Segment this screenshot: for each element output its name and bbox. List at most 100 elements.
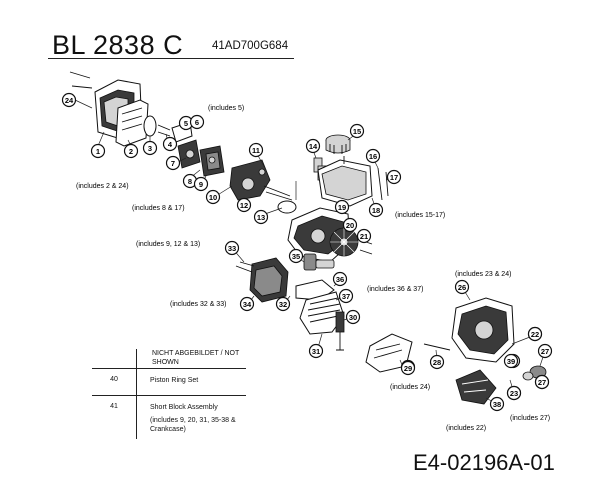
- callout-number: 2: [129, 147, 133, 156]
- part-number: 41AD700G684: [212, 40, 289, 52]
- callout-35: 35: [288, 248, 304, 264]
- callout-2: 2: [123, 143, 139, 159]
- callout-number: 11: [252, 146, 260, 155]
- callout-balloons: 2412345678910111213141516171819202122232…: [61, 92, 553, 412]
- callout-number: 20: [346, 221, 354, 230]
- callout-16: 16: [365, 148, 381, 164]
- cylinder-cover-drawing: [235, 257, 289, 303]
- intake-drawing: [229, 159, 293, 201]
- callout-1: 1: [90, 143, 106, 159]
- callout-30: 30: [345, 309, 361, 325]
- document-id: E4-02196A-01: [413, 450, 555, 475]
- row-41-description: Short Block Assembly: [150, 404, 218, 411]
- callout-number: 21: [360, 232, 368, 241]
- note-includes-24: (includes 24): [390, 384, 430, 391]
- callout-number: 7: [171, 159, 175, 168]
- callout-number: 32: [279, 300, 287, 309]
- callout-22: 22: [527, 326, 543, 342]
- callout-number: 29: [404, 364, 412, 373]
- callout-number: 10: [209, 193, 217, 202]
- callout-number: 30: [349, 313, 357, 322]
- callout-number: 3: [148, 144, 152, 153]
- row-40-description: Piston Ring Set: [150, 377, 199, 384]
- callout-10: 10: [205, 189, 221, 205]
- callout-27: 27: [534, 374, 550, 390]
- callout-number: 31: [312, 347, 320, 356]
- spark-plug-drawing: [335, 311, 345, 351]
- callout-32: 32: [275, 296, 291, 312]
- callout-13: 13: [253, 209, 269, 225]
- o-ring-drawing: [277, 200, 297, 214]
- row-41-note: (includes 9, 20, 31, 35-38 & Crankcase): [150, 417, 236, 433]
- model-title: BL 2838 C: [52, 30, 184, 60]
- callout-14: 14: [305, 138, 321, 154]
- note-includes-27: (includes 27): [510, 415, 550, 422]
- callout-23: 23: [506, 385, 522, 401]
- callout-number: 24: [65, 96, 74, 105]
- callout-number: 36: [336, 275, 344, 284]
- callout-number: 13: [257, 213, 265, 222]
- note-includes-22: (includes 22): [446, 425, 486, 432]
- callout-number: 34: [243, 300, 252, 309]
- note-includes-15-17: (includes 15-17): [395, 212, 445, 219]
- callout-number: 27: [541, 347, 549, 356]
- callout-9: 9: [193, 176, 209, 192]
- callout-26: 26: [454, 279, 470, 295]
- screws-drawing: [157, 124, 171, 137]
- flywheel-drawing: [329, 227, 359, 257]
- callout-28: 28: [429, 354, 445, 370]
- note-includes-5: (includes 5): [208, 105, 244, 112]
- callout-number: 1: [96, 147, 100, 156]
- callout-17: 17: [386, 169, 402, 185]
- callout-number: 33: [228, 244, 236, 253]
- fuel-cap-drawing: [325, 134, 351, 154]
- callout-6: 6: [189, 114, 205, 130]
- callout-31: 31: [308, 343, 324, 359]
- note-includes-23-24: (includes 23 & 24): [455, 271, 511, 278]
- callout-37: 37: [338, 288, 354, 304]
- callout-number: 6: [195, 118, 199, 127]
- callout-number: 39: [507, 357, 515, 366]
- callout-number: 18: [372, 206, 380, 215]
- callout-15: 15: [349, 123, 365, 139]
- callout-19: 19: [334, 199, 350, 215]
- callout-29: 29: [400, 360, 416, 376]
- callout-5: 5: [178, 115, 194, 131]
- not-shown-heading: NICHT ABGEBILDET / NOT SHOWN: [152, 350, 240, 366]
- housing-drawing: [451, 297, 515, 363]
- note-includes-36-37: (includes 36 & 37): [367, 286, 423, 293]
- note-includes-32-33: (includes 32 & 33): [170, 301, 226, 308]
- air-filter-element-drawing: [115, 99, 149, 147]
- spring-drawing: [423, 343, 451, 351]
- bearing-drawing: [303, 253, 335, 271]
- note-includes-8-17: (includes 8 & 17): [132, 205, 185, 212]
- callout-number: 14: [309, 142, 318, 151]
- note-includes-9-12-13: (includes 9, 12 & 13): [136, 241, 200, 248]
- callout-number: 37: [342, 292, 350, 301]
- callout-34: 34: [239, 296, 255, 312]
- starter-drawing: [455, 369, 497, 405]
- row-40-number: 40: [110, 376, 118, 383]
- callout-number: 5: [184, 119, 188, 128]
- gasket-drawing: [143, 115, 157, 137]
- notes: (includes 5) (includes 2 & 24) (includes…: [76, 105, 550, 432]
- callout-38: 38: [489, 396, 505, 412]
- callout-12: 12: [236, 197, 252, 213]
- choke-plate-drawing: [171, 121, 201, 169]
- callout-number: 9: [199, 180, 203, 189]
- table-header-rule: [92, 368, 246, 369]
- callout-number: 4: [168, 140, 173, 149]
- callout-number: 16: [369, 152, 377, 161]
- callout-39: 39: [503, 353, 519, 369]
- callout-number: 26: [458, 283, 466, 292]
- callout-number: 35: [292, 252, 300, 261]
- callout-27: 27: [537, 343, 553, 359]
- callout-20: 20: [342, 217, 358, 233]
- fuel-tank-drawing: [317, 156, 373, 207]
- callout-number: 12: [240, 201, 248, 210]
- fuel-lines-drawing: [377, 167, 389, 201]
- callout-24: 24: [61, 92, 77, 108]
- callout-number: 22: [531, 330, 539, 339]
- callout-number: 19: [338, 203, 346, 212]
